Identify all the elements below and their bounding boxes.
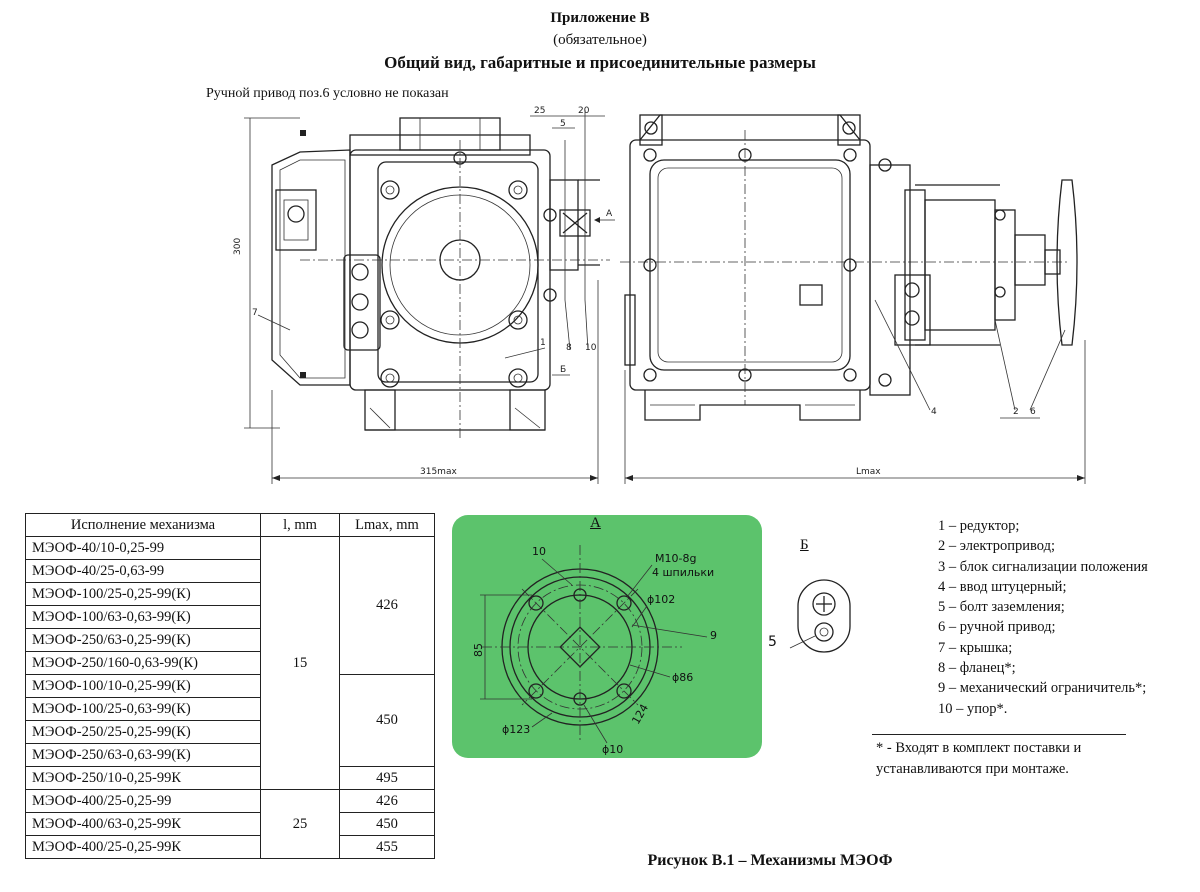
- column-header: Lmax, mm: [339, 513, 435, 537]
- table-cell: МЭОФ-400/63-0,25-99К: [25, 812, 261, 836]
- callout-5: 5: [768, 634, 777, 650]
- footnote: * - Входят в комплект поставки и устанав…: [876, 738, 1081, 780]
- view-a-drawing: 85 10 M10-8g 4 шпильки ϕ102 9 ϕ86 124 ϕ1…: [472, 545, 717, 756]
- front-view: 4 2 6 Lmax: [620, 114, 1086, 484]
- dim-300: 300: [233, 238, 243, 255]
- legend-item: 7 – крышка;: [938, 639, 1013, 656]
- table-cell-lmax: 450: [339, 674, 435, 767]
- table-row: МЭОФ-40/10-0,25-99 15 426: [25, 536, 435, 790]
- callout-2: 2: [1013, 407, 1019, 417]
- table-cell-lmax: 455: [339, 835, 435, 859]
- column-header: l, mm: [260, 513, 340, 537]
- legend-item: 6 – ручной привод;: [938, 619, 1056, 636]
- table-row: МЭОФ-100/25-0,63-99(К): [25, 697, 435, 721]
- legend-item: 10 – упор*.: [938, 700, 1008, 717]
- diameter-10: ϕ10: [602, 743, 623, 756]
- table-cell: МЭОФ-250/63-0,25-99(К): [25, 628, 261, 652]
- table-row: МЭОФ-400/63-0,25-99К 450: [25, 812, 435, 836]
- legend-item: 1 – редуктор;: [938, 518, 1020, 534]
- table-row: МЭОФ-250/160-0,63-99(К): [25, 651, 435, 675]
- table-row: МЭОФ-250/10-0,25-99К 495: [25, 766, 435, 790]
- callout-8: 8: [566, 343, 572, 353]
- dim-85: 85: [472, 643, 485, 657]
- table-cell: МЭОФ-400/25-0,25-99: [25, 789, 261, 813]
- table-cell-lmax: 426: [339, 536, 435, 675]
- callout-1: 1: [540, 338, 546, 348]
- table-row: МЭОФ-40/25-0,63-99: [25, 559, 435, 583]
- table-cell: МЭОФ-100/25-0,63-99(К): [25, 697, 261, 721]
- dim-lmax: Lmax: [856, 467, 881, 477]
- footnote-line-1: * - Входят в комплект поставки и: [876, 740, 1082, 756]
- callout-4: 4: [931, 407, 937, 417]
- view-b-label: Б: [800, 537, 809, 553]
- drawing-note: Ручной привод поз.6 условно не показан: [206, 86, 449, 101]
- legend-item: 4 – ввод штуцерный;: [938, 578, 1067, 595]
- table-cell: МЭОФ-400/25-0,25-99К: [25, 835, 261, 859]
- table-cell: МЭОФ-40/10-0,25-99: [25, 536, 261, 560]
- table-cell: МЭОФ-100/25-0,25-99(К): [25, 582, 261, 606]
- table-cell-lmax: 495: [339, 766, 435, 790]
- view-a-highlight: [452, 515, 762, 758]
- arrow-b-label: Б: [560, 365, 566, 375]
- table-row: МЭОФ-100/63-0,63-99(К): [25, 605, 435, 629]
- callout-7: 7: [252, 308, 258, 318]
- table-cell-lmax: 426: [339, 789, 435, 813]
- callout-10: 10: [585, 343, 597, 353]
- diameter-86: ϕ86: [672, 671, 693, 684]
- page-title: Общий вид, габаритные и присоединительны…: [384, 53, 816, 72]
- table-cell-l: 25: [260, 789, 340, 859]
- legend: 1 – редуктор; 2 – электропривод; 3 – бло…: [938, 516, 1148, 719]
- callout-10-a: 10: [532, 545, 546, 558]
- legend-item: 9 – механический ограничитель*;: [938, 680, 1147, 697]
- table-cell-lmax: 450: [339, 812, 435, 836]
- table-row: МЭОФ-100/25-0,25-99(К): [25, 582, 435, 606]
- table-row: МЭОФ-400/25-0,25-99К 455: [25, 835, 435, 859]
- technical-drawing: 300: [233, 106, 1086, 484]
- dim-5: 5: [560, 119, 566, 129]
- table-cell: МЭОФ-250/160-0,63-99(К): [25, 651, 261, 675]
- table-cell: МЭОФ-250/63-0,63-99(К): [25, 743, 261, 767]
- callout-6: 6: [1030, 407, 1036, 417]
- column-header: Исполнение механизма: [25, 513, 261, 537]
- table-row: МЭОФ-250/63-0,63-99(К): [25, 743, 435, 767]
- legend-item: 3 – блок сигнализации положения: [938, 558, 1148, 575]
- callout-9: 9: [710, 629, 717, 642]
- table-row: МЭОФ-400/25-0,25-99 25 426: [25, 789, 435, 859]
- dim-315max: 315max: [420, 467, 457, 477]
- thread-label: M10-8g: [655, 552, 696, 565]
- studs-label: 4 шпильки: [652, 566, 714, 579]
- table-row: МЭОФ-250/63-0,25-99(К): [25, 628, 435, 652]
- table-cell: МЭОФ-250/10-0,25-99К: [25, 766, 261, 790]
- legend-item: 2 – электропривод;: [938, 538, 1056, 555]
- dim-124: 124: [629, 702, 651, 727]
- diameter-123: ϕ123: [502, 723, 530, 736]
- dim-20: 20: [578, 106, 590, 116]
- view-b-drawing: 5: [768, 579, 851, 653]
- figure-caption: Рисунок В.1 – Механизмы МЭОФ: [647, 852, 893, 869]
- table-cell: МЭОФ-100/10-0,25-99(К): [25, 674, 261, 698]
- table-cell: МЭОФ-250/25-0,25-99(К): [25, 720, 261, 744]
- table-cell: МЭОФ-100/63-0,63-99(К): [25, 605, 261, 629]
- appendix-title: Приложение В: [550, 10, 650, 26]
- appendix-subtitle: (обязательное): [553, 32, 647, 48]
- legend-item: 5 – болт заземления;: [938, 599, 1065, 616]
- legend-item: 8 – фланец*;: [938, 660, 1016, 677]
- footnote-line-2: устанавливаются при монтаже.: [876, 761, 1069, 777]
- arrow-a-label: A: [606, 209, 613, 219]
- table-row: МЭОФ-100/10-0,25-99(К) 450: [25, 674, 435, 767]
- table-cell: МЭОФ-40/25-0,63-99: [25, 559, 261, 583]
- side-view: 300: [233, 106, 615, 484]
- spec-table: Исполнение механизма l, mm Lmax, mm МЭОФ…: [25, 513, 435, 859]
- footnote-divider: [872, 734, 1126, 735]
- view-a-label: А: [590, 515, 601, 531]
- diameter-102: ϕ102: [647, 593, 675, 606]
- table-header-row: Исполнение механизма l, mm Lmax, mm: [25, 513, 435, 537]
- table-cell-l: 15: [260, 536, 340, 790]
- dim-25: 25: [534, 106, 545, 116]
